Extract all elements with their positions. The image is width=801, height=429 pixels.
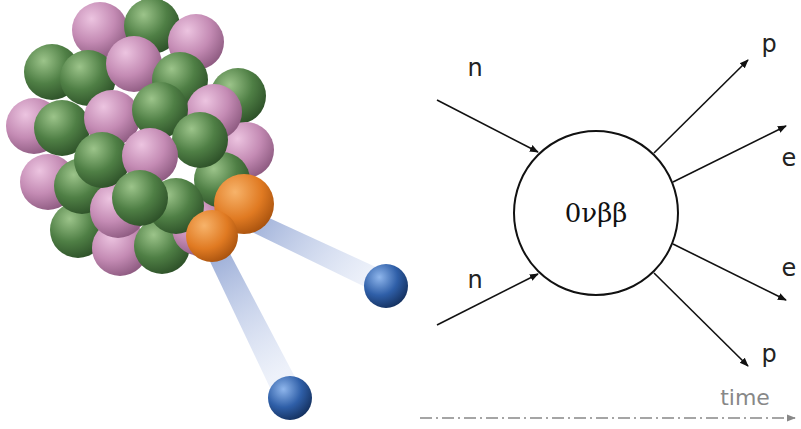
particle-label: time [720,386,770,410]
particle-label: p [761,31,776,57]
time-axis [420,417,795,419]
node-label: 0νββ [565,198,627,228]
particle-label: e [782,255,797,281]
particle-lines [437,60,786,366]
particle-label: n [467,55,482,81]
particle-label: p [761,341,776,367]
particle-label: e [782,145,797,171]
process-circle: 0νββ [513,130,679,296]
particle-label: n [467,267,482,293]
